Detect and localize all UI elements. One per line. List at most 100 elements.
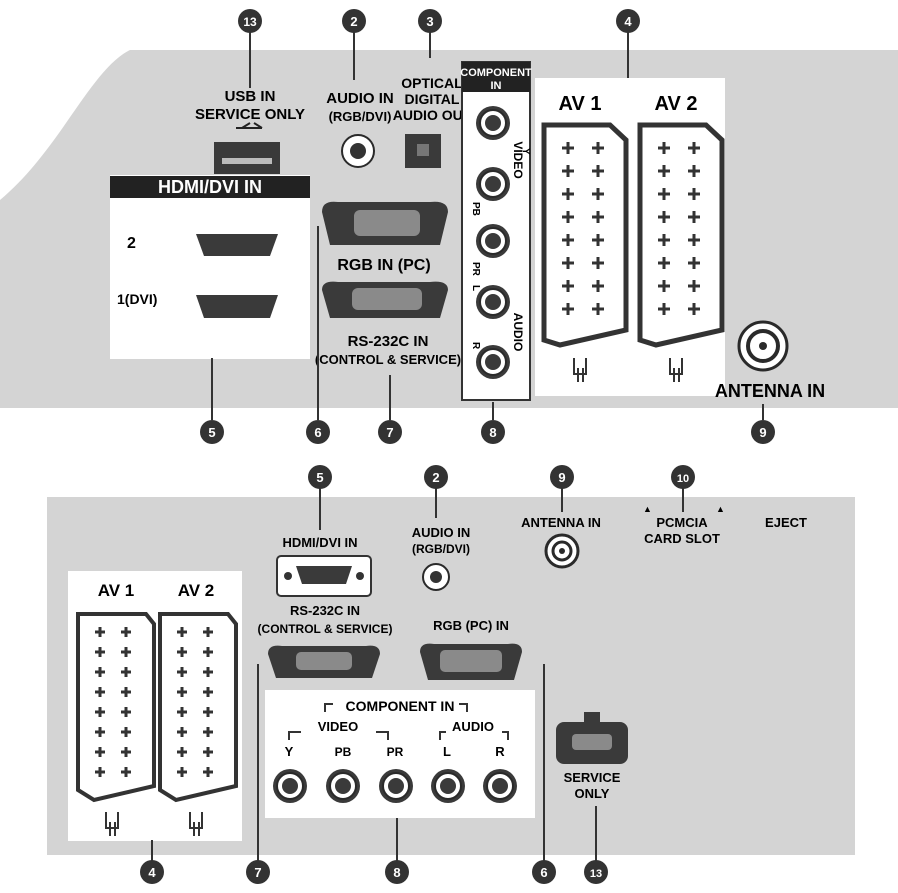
rs232c-port[interactable] <box>322 281 448 318</box>
svg-text:3: 3 <box>426 14 433 29</box>
b-service-label-line1: SERVICE <box>564 770 621 785</box>
callout-8-top: 8 <box>481 420 505 444</box>
scart-pin <box>688 280 700 292</box>
top-panel: USB IN SERVICE ONLY HDMI/DVI IN 2 1(DVI)… <box>0 50 898 408</box>
audio-in-label-line2: (RGB/DVI) <box>329 109 392 124</box>
b-service-port[interactable] <box>556 712 628 764</box>
antenna-in-label: ANTENNA IN <box>715 381 825 401</box>
rs232c-label-line2: (CONTROL & SERVICE) <box>315 352 461 367</box>
scart-pin <box>658 257 670 269</box>
scart-pin <box>658 211 670 223</box>
scart-pin <box>121 687 131 697</box>
av2-scart[interactable] <box>637 122 725 348</box>
scart-pin <box>121 667 131 677</box>
scart-pin <box>658 188 670 200</box>
scart-pin <box>562 303 574 315</box>
b-component-pr-jack[interactable] <box>378 768 414 804</box>
optical-label-line3: AUDIO OUT <box>393 107 472 123</box>
callout-7-bottom: 7 <box>246 860 270 884</box>
scart-pin <box>95 627 105 637</box>
b-component-label: COMPONENT IN <box>346 698 455 714</box>
svg-text:7: 7 <box>386 425 393 440</box>
scart-pin <box>203 767 213 777</box>
hdmi-dvi-group: HDMI/DVI IN 2 1(DVI) <box>110 175 310 359</box>
callout-6-top: 6 <box>306 420 330 444</box>
hdmi-port-2[interactable] <box>196 234 278 256</box>
usb-label-line2: SERVICE ONLY <box>195 106 305 123</box>
scart-pin <box>95 647 105 657</box>
b-rs232c-port[interactable] <box>268 645 380 678</box>
component-y-label: Y <box>520 148 531 155</box>
scart-pin <box>688 142 700 154</box>
component-r-jack[interactable] <box>475 344 511 380</box>
b-pcmcia-triangle-right: ▲ <box>716 504 725 514</box>
b-antenna-jack[interactable] <box>544 533 580 569</box>
component-audio-label: AUDIO <box>511 313 525 352</box>
antenna-in-jack[interactable] <box>737 320 789 372</box>
scart-pin <box>688 188 700 200</box>
b-pcmcia-label-line1: PCMCIA <box>656 515 708 530</box>
scart-pin <box>121 647 131 657</box>
b-av1-scart[interactable] <box>76 612 156 803</box>
svg-text:13: 13 <box>590 868 602 880</box>
svg-text:7: 7 <box>254 865 261 880</box>
b-component-r-jack[interactable] <box>482 768 518 804</box>
scart-pin <box>658 165 670 177</box>
b-hdmi-port[interactable] <box>276 555 372 597</box>
usb-port-group: USB IN SERVICE ONLY <box>195 88 305 174</box>
scart-pin <box>95 667 105 677</box>
b-hdmi-label: HDMI/DVI IN <box>282 535 357 550</box>
rs232c-label-line1: RS-232C IN <box>348 333 429 350</box>
audio-in-jack[interactable] <box>341 134 375 168</box>
hdmi-header: HDMI/DVI IN <box>158 177 262 197</box>
rgb-in-label: RGB IN (PC) <box>337 257 430 274</box>
scart-pin <box>592 303 604 315</box>
scart-pin <box>688 165 700 177</box>
av1-scart[interactable] <box>541 122 629 348</box>
hdmi-port-2-label: 2 <box>127 235 136 252</box>
callout-10-bottom: 10 <box>671 465 695 489</box>
b-av2-scart[interactable] <box>158 612 238 803</box>
scart-pin <box>658 280 670 292</box>
top-callout-badges: 13 2 3 4 5 6 7 8 9 <box>200 9 775 444</box>
svg-text:13: 13 <box>243 15 257 29</box>
scart-pin <box>562 188 574 200</box>
b-rgb-in-port[interactable] <box>420 643 522 680</box>
scart-pin <box>688 257 700 269</box>
scart-pin <box>177 747 187 757</box>
scart-pin <box>203 627 213 637</box>
optical-out-port[interactable] <box>405 134 441 168</box>
av1-label: AV 1 <box>559 93 602 115</box>
scart-pin <box>203 687 213 697</box>
component-l-label: L <box>470 285 481 291</box>
component-y-jack[interactable] <box>475 105 511 141</box>
b-component-r-label: R <box>495 744 505 759</box>
b-component-l-jack[interactable] <box>430 768 466 804</box>
optical-label-line1: OPTICAL <box>401 75 463 91</box>
svg-text:6: 6 <box>314 425 321 440</box>
av2-ground-icon <box>669 358 683 382</box>
callout-9-top: 9 <box>751 420 775 444</box>
svg-text:10: 10 <box>677 473 689 485</box>
scart-pin <box>177 627 187 637</box>
rgb-in-port[interactable] <box>322 201 448 245</box>
component-pr-jack[interactable] <box>475 223 511 259</box>
scart-pin <box>121 727 131 737</box>
optical-label-line2: DIGITAL <box>405 91 460 107</box>
hdmi-port-1[interactable] <box>196 295 278 318</box>
b-audio-in-jack[interactable] <box>422 563 450 591</box>
b-audio-in-label-line2: (RGB/DVI) <box>412 542 470 556</box>
scart-pin <box>121 767 131 777</box>
scart-pin <box>177 767 187 777</box>
component-r-label: R <box>470 342 481 350</box>
component-pb-jack[interactable] <box>475 166 511 202</box>
b-component-y-jack[interactable] <box>272 768 308 804</box>
scart-pin <box>592 188 604 200</box>
b-component-pb-jack[interactable] <box>325 768 361 804</box>
callout-7-top: 7 <box>378 420 402 444</box>
svg-text:2: 2 <box>432 470 439 485</box>
svg-text:5: 5 <box>316 470 323 485</box>
svg-text:8: 8 <box>489 425 496 440</box>
callout-13-bottom: 13 <box>584 860 608 884</box>
